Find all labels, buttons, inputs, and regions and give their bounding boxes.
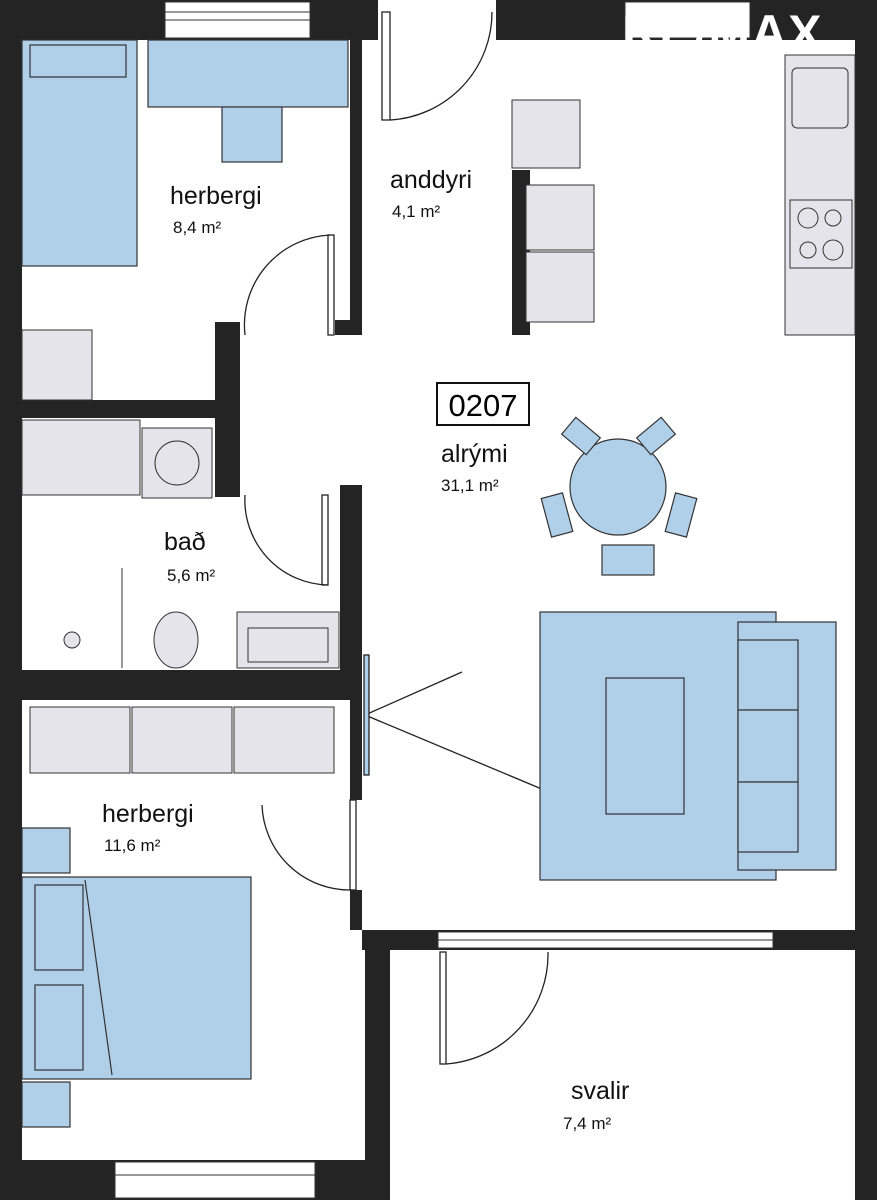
doors (243, 11, 569, 1065)
bed-icon (21, 39, 138, 267)
room-name-entrance: anddyri (390, 166, 472, 194)
sink-icon (791, 67, 849, 129)
room-area-balcony: 7,4 m² (563, 1114, 612, 1133)
coffee-table-icon (605, 677, 685, 815)
remax-logo: RE/MAX (622, 5, 823, 61)
room-name-living: alrými (441, 440, 508, 468)
windows (114, 0, 774, 1199)
room-area-entrance: 4,1 m² (392, 202, 441, 221)
room-area-bedroom-2: 11,6 m² (104, 836, 161, 855)
room-area-bathroom: 5,6 m² (167, 566, 216, 585)
desk-icon (147, 39, 349, 108)
room-name-balcony: svalir (571, 1077, 630, 1105)
room-name-bathroom: bað (164, 528, 206, 556)
room-name-bedroom-2: herbergi (102, 800, 194, 828)
room-name-bedroom-1: herbergi (170, 182, 262, 210)
fixtures (21, 54, 856, 774)
toilet-icon (153, 611, 199, 669)
stove-icon (789, 199, 853, 269)
unit-number: 0207 (436, 382, 530, 426)
room-area-living: 31,1 m² (441, 476, 499, 495)
dining-table-icon (569, 438, 667, 536)
furniture (21, 39, 837, 1128)
room-area-bedroom-1: 8,4 m² (173, 218, 222, 237)
washer-icon (141, 427, 213, 499)
